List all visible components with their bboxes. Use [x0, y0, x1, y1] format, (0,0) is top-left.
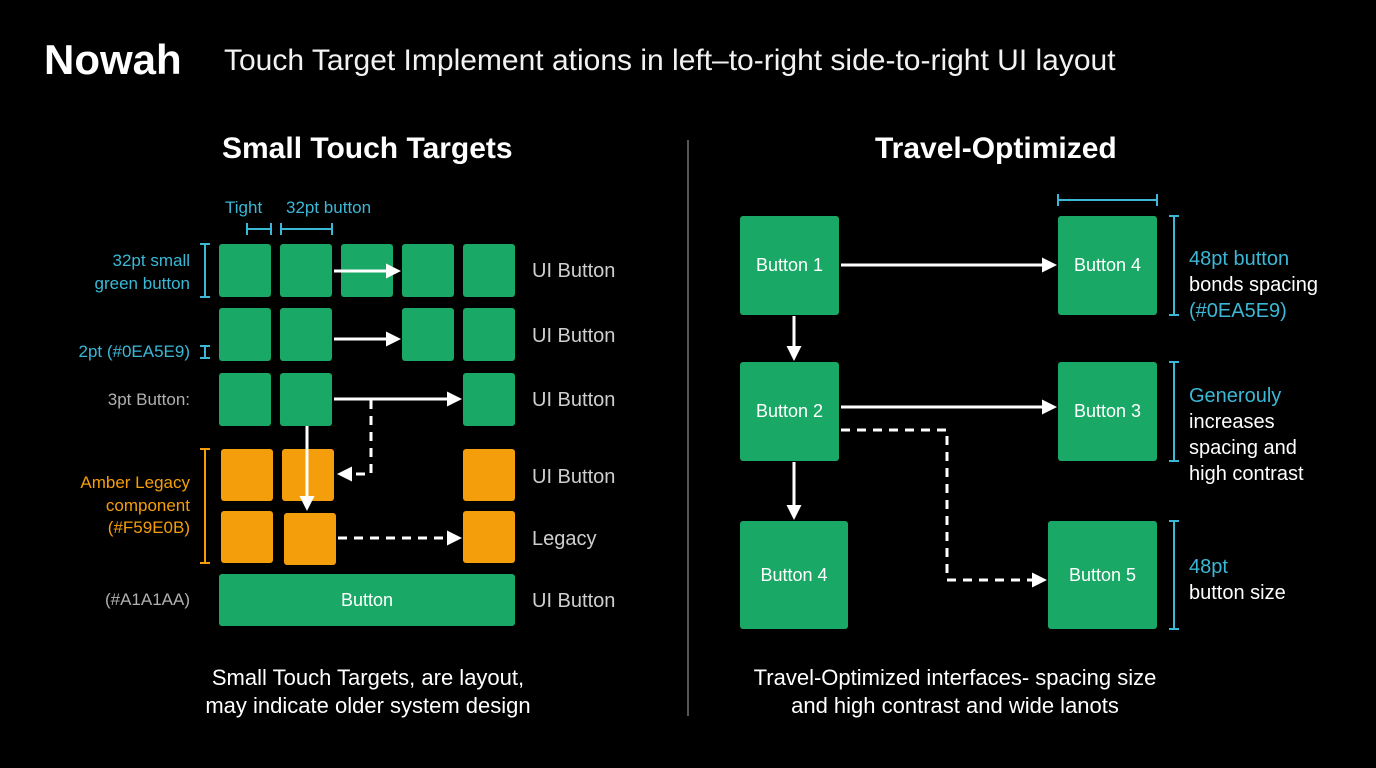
row-label-4: UI Button — [532, 466, 616, 488]
right-caption-line2: and high contrast and wide lanots — [791, 693, 1119, 718]
bracket-spacing — [200, 345, 210, 359]
right-caption: Travel-Optimized interfaces- spacing siz… — [735, 664, 1175, 720]
right-section-title: Travel-Optimized — [875, 132, 1117, 165]
small-green-button[interactable] — [280, 308, 332, 361]
dimension-label-button: 32pt button — [286, 198, 372, 217]
amber-legacy-button[interactable] — [463, 449, 515, 501]
panel-divider — [687, 140, 689, 716]
bracket-small-green — [200, 243, 210, 298]
label-spacing: 2pt (#0EA5E9) — [78, 342, 190, 361]
left-caption-line1: Small Touch Targets, are layout, — [211, 665, 525, 690]
row-label-1: UI Button — [532, 260, 616, 282]
label-small-green-line1: 32pt small — [112, 251, 190, 270]
left-caption-line2: may indicate older system design — [205, 693, 531, 718]
row-label-5: Legacy — [532, 528, 597, 550]
dimension-tight-bracket — [246, 223, 272, 235]
note-generous-spacing: Generouly increases spacing and high con… — [1189, 383, 1304, 487]
note-2-line3: spacing and — [1189, 437, 1297, 459]
note-3-line2: button size — [1189, 582, 1286, 604]
wide-button[interactable]: Button — [219, 574, 515, 626]
note-2-line4: high contrast — [1189, 463, 1304, 485]
dimension-label-tight: Tight — [225, 198, 263, 217]
small-green-button[interactable] — [463, 308, 515, 361]
note-1-line1: 48pt button — [1189, 248, 1290, 270]
note-48pt-spacing: 48pt button bonds spacing (#0EA5E9) — [1189, 246, 1318, 324]
amber-legacy-button[interactable] — [221, 511, 273, 563]
note-48pt-size: 48pt button size — [1189, 554, 1286, 606]
note-1-line3: (#0EA5E9) — [1189, 300, 1287, 322]
small-green-button[interactable] — [219, 244, 271, 297]
left-section-title: Small Touch Targets — [222, 132, 513, 165]
amber-legacy-button[interactable] — [463, 511, 515, 563]
button-4-bottom[interactable]: Button 4 — [740, 521, 848, 629]
label-three-pt: 3pt Button: — [107, 390, 190, 409]
note-2-line1: Generouly — [1189, 385, 1282, 407]
row-label-3: UI Button — [532, 389, 616, 411]
small-green-button[interactable] — [280, 373, 332, 426]
small-green-button[interactable] — [280, 244, 332, 297]
bracket-note-3 — [1169, 520, 1179, 630]
brand-logo: Nowah — [44, 36, 182, 83]
amber-legacy-button[interactable] — [284, 513, 336, 565]
small-green-button[interactable] — [219, 308, 271, 361]
row-label-6: UI Button — [532, 590, 616, 612]
label-small-green-line2: green button — [94, 274, 190, 293]
button-2[interactable]: Button 2 — [740, 362, 839, 461]
button-5[interactable]: Button 5 — [1048, 521, 1157, 629]
small-green-button[interactable] — [219, 373, 271, 426]
label-amber-line2: component — [105, 496, 190, 515]
button-3[interactable]: Button 3 — [1058, 362, 1157, 461]
small-green-button[interactable] — [402, 244, 454, 297]
small-green-button[interactable] — [463, 373, 515, 426]
dashed-arrow-return — [337, 400, 373, 482]
dimension-48pt-bracket — [1057, 194, 1158, 206]
amber-legacy-button[interactable] — [221, 449, 273, 501]
left-caption: Small Touch Targets, are layout, may ind… — [168, 664, 568, 720]
small-green-button[interactable] — [463, 244, 515, 297]
bracket-amber — [200, 448, 210, 564]
note-3-line1: 48pt — [1189, 556, 1228, 578]
note-2-line2: increases — [1189, 411, 1275, 433]
label-gray: (#A1A1AA) — [104, 590, 190, 609]
note-1-line2: bonds spacing — [1189, 274, 1318, 296]
right-caption-line1: Travel-Optimized interfaces- spacing siz… — [753, 665, 1157, 690]
dimension-button-bracket — [280, 223, 333, 235]
button-4-top[interactable]: Button 4 — [1058, 216, 1157, 315]
bracket-note-1 — [1169, 215, 1179, 316]
label-amber-line1: Amber Legacy — [80, 473, 190, 492]
row-label-2: UI Button — [532, 325, 616, 347]
page-title: Touch Target Implement ations in left–to… — [224, 44, 1116, 77]
dashed-arrow-b2-b5 — [841, 428, 1047, 588]
bracket-note-2 — [1169, 361, 1179, 462]
button-1[interactable]: Button 1 — [740, 216, 839, 315]
small-green-button[interactable] — [402, 308, 454, 361]
label-amber-line3: (#F59E0B) — [107, 518, 190, 537]
